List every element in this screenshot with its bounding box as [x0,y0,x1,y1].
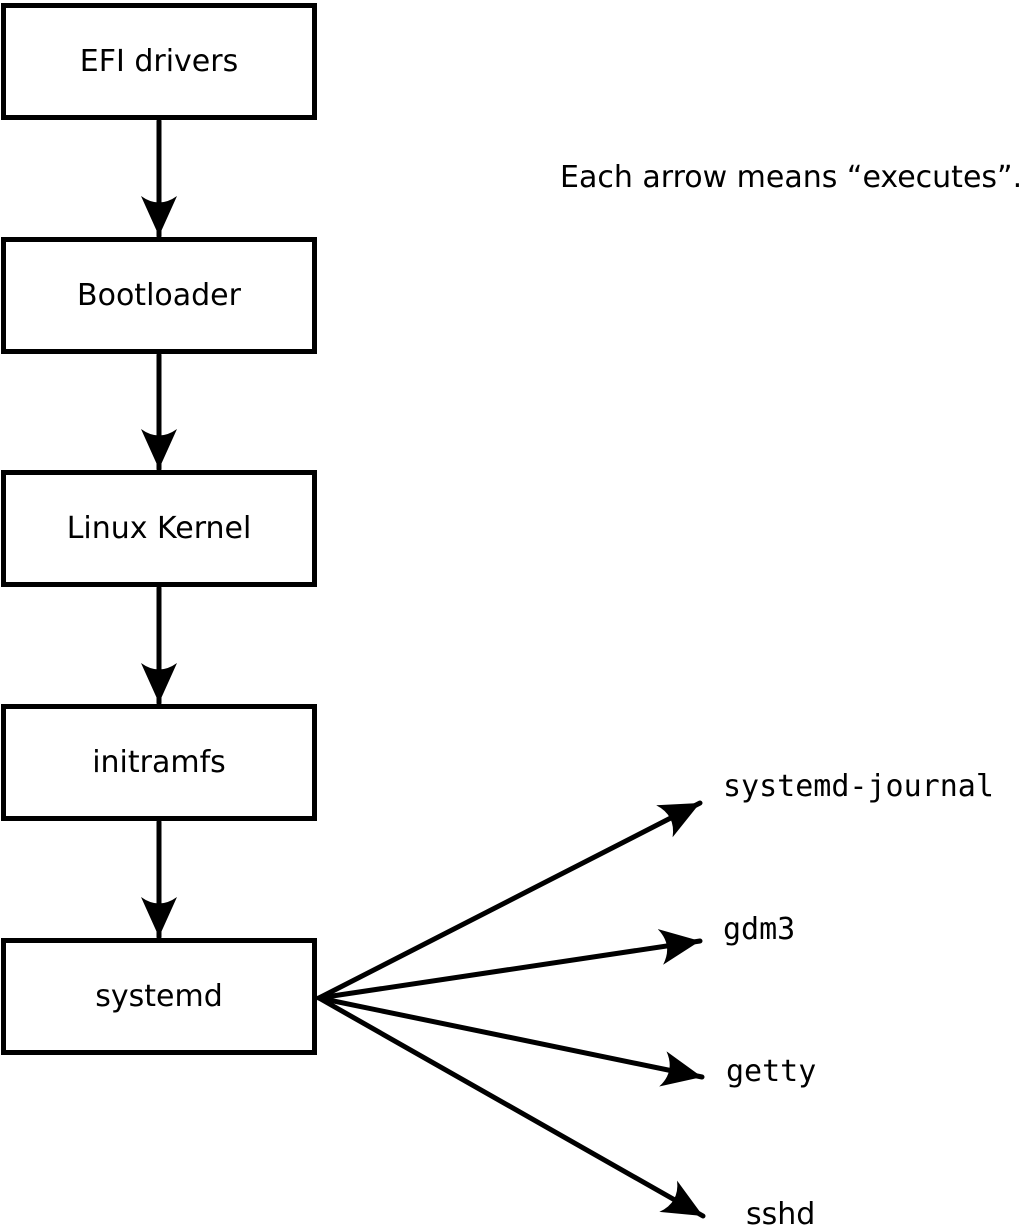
node-efi-drivers: EFI drivers [1,3,317,120]
arrow-systemd-to-gdm3 [316,929,703,1001]
arrow-systemd-to-getty [316,995,705,1087]
node-linux-kernel-label: Linux Kernel [66,511,252,546]
proc-label-gdm3: gdm3 [723,912,796,947]
node-systemd-label: systemd [95,979,223,1014]
arrow-systemd-to-sshd [316,995,706,1219]
node-linux-kernel: Linux Kernel [1,470,317,587]
arrow-systemd-to-journal [316,800,703,1001]
arrow-legend-note: Each arrow means “executes”. [560,160,1023,195]
proc-label-getty: getty [726,1054,817,1089]
node-efi-drivers-label: EFI drivers [79,44,239,79]
proc-label-systemd-journal: systemd-journal [723,769,994,804]
node-bootloader: Bootloader [1,237,317,354]
node-bootloader-label: Bootloader [77,278,241,313]
node-systemd: systemd [1,938,317,1055]
node-initramfs-label: initramfs [92,745,226,780]
proc-label-sshd: sshd [746,1197,816,1230]
node-initramfs: initramfs [1,704,317,821]
